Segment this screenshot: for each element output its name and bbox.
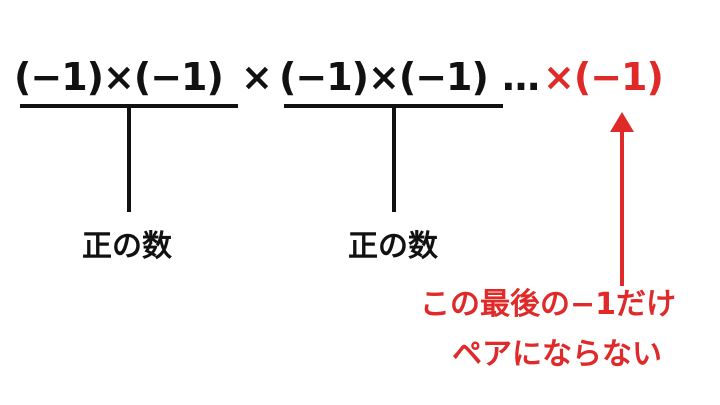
- expr-times: ×: [241, 55, 273, 99]
- expr-last-factor: ×(−1): [543, 55, 664, 99]
- arrow-head: [610, 112, 634, 132]
- label-positive-left: 正の数: [82, 229, 172, 264]
- note-line-1: この最後の−1だけ: [420, 287, 677, 322]
- expr-group-1: (−1)×(−1): [14, 55, 224, 99]
- label-positive-right: 正の数: [348, 229, 438, 264]
- expr-ellipsis: …: [502, 55, 540, 99]
- expr-group-2: (−1)×(−1): [279, 55, 489, 99]
- note-line-2: ペアにならない: [452, 337, 662, 372]
